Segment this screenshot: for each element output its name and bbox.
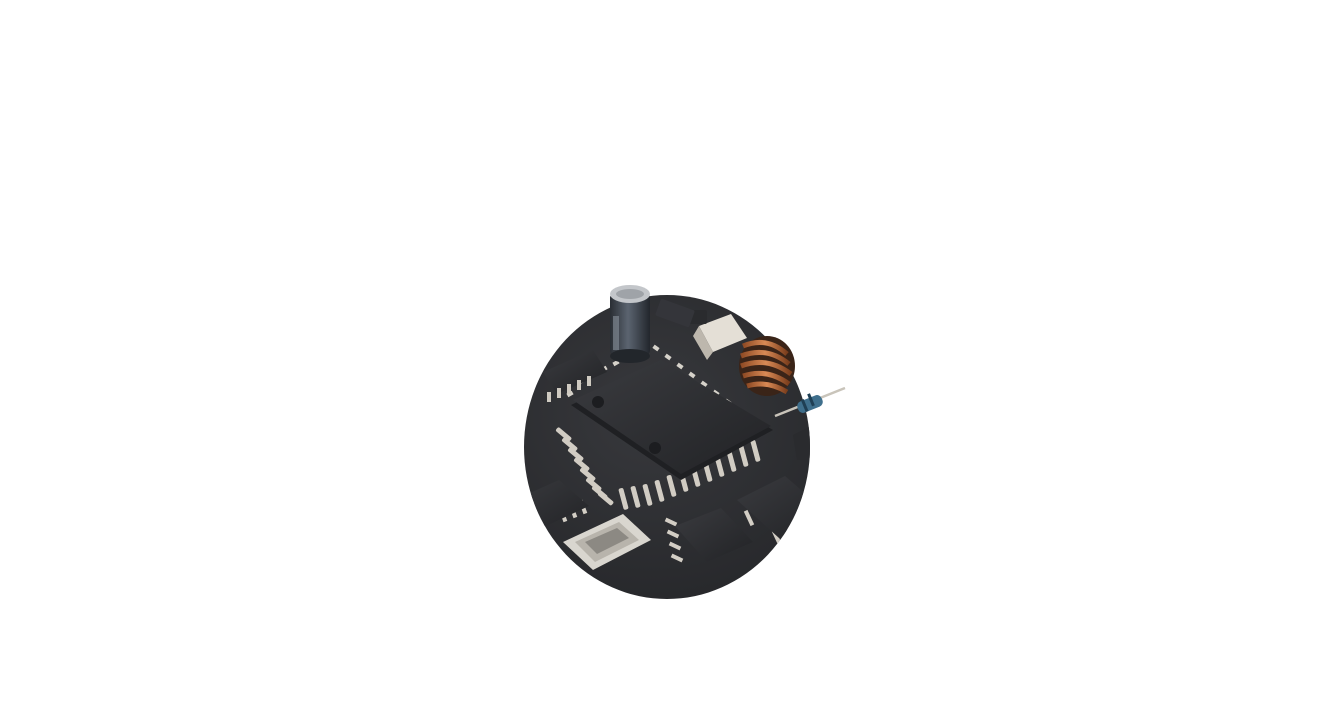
inductor-coil [739,336,795,396]
main-chip-pins-left [555,427,614,506]
electrolytic-capacitor [610,285,650,363]
circuit-board-svg [524,285,846,599]
main-processor-chip [555,360,773,510]
white-component-housing [655,298,747,360]
circuit-board-illustration [485,280,855,610]
small-chip-top-left [543,350,607,402]
pcb-board [524,295,810,599]
resistor [774,386,846,418]
usb-connector [563,514,651,570]
small-chip-bottom-center [664,508,753,563]
